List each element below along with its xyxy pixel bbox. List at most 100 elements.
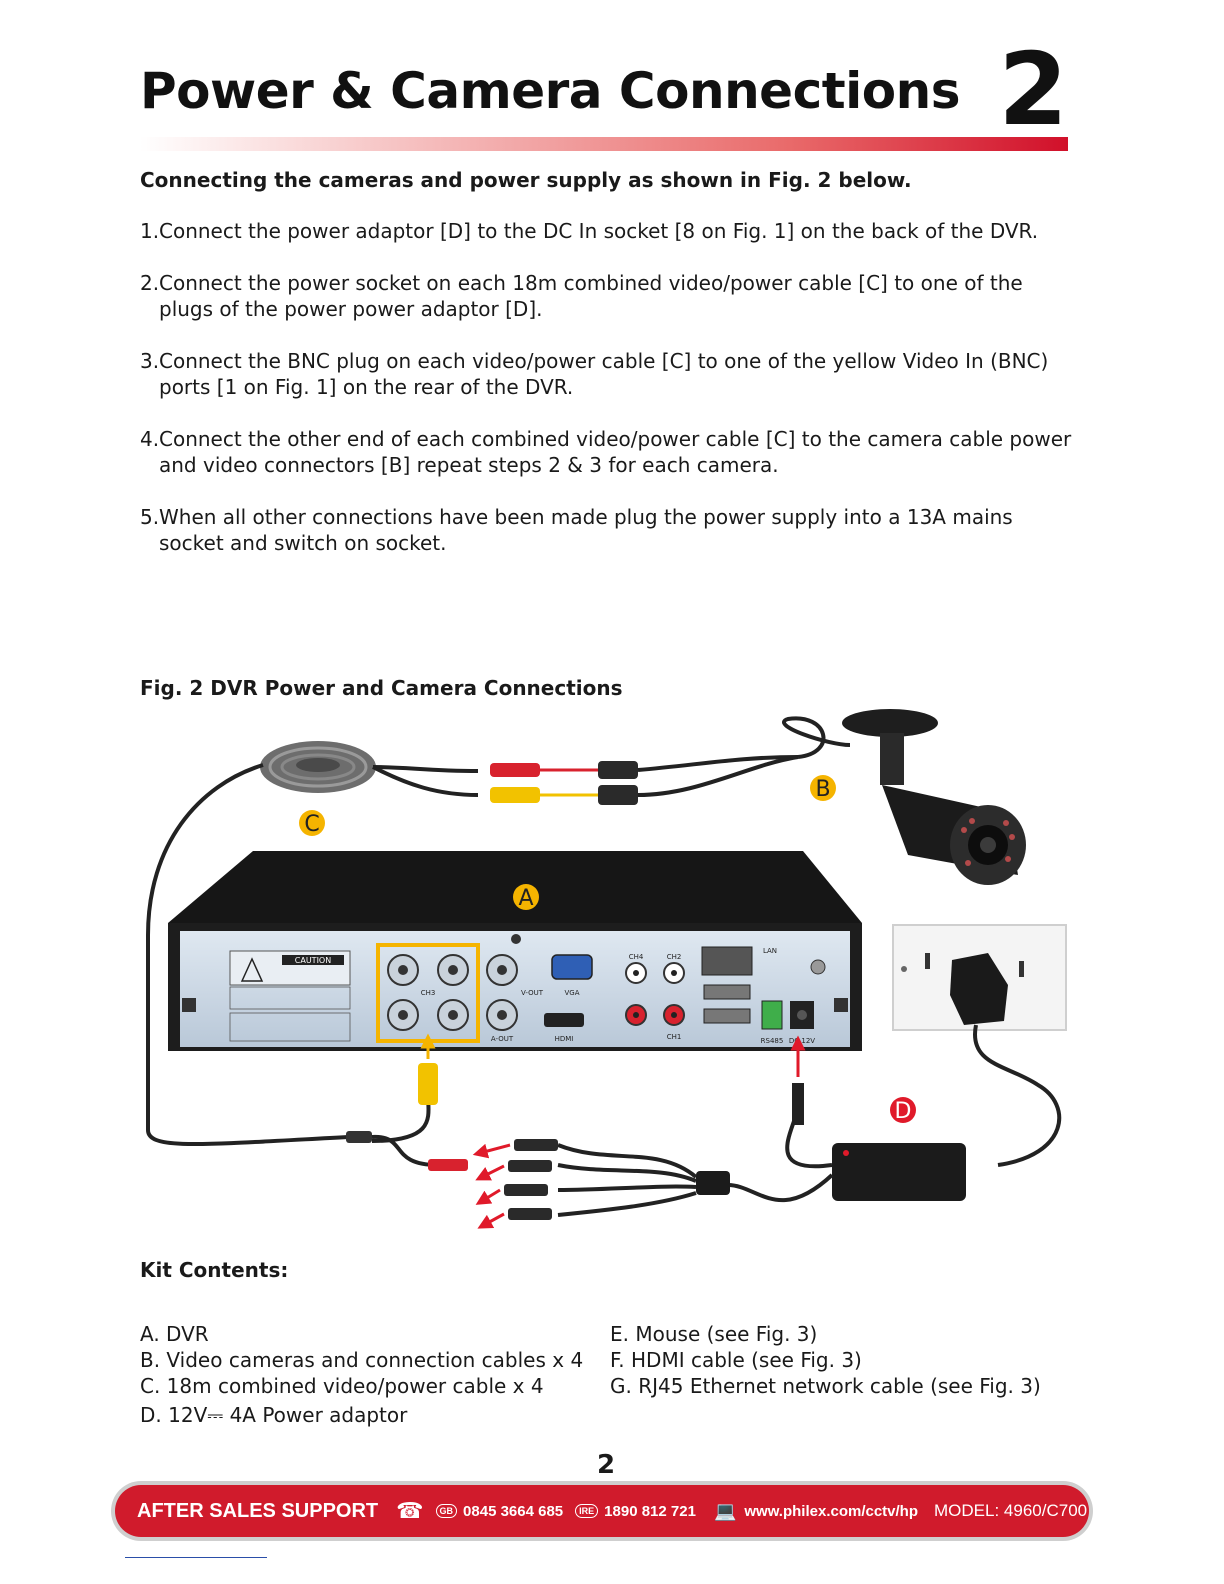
support-label: AFTER SALES SUPPORT [137, 1499, 379, 1522]
adaptor-splitter-cable [727, 1173, 834, 1203]
cable-to-camera-2 [372, 765, 479, 797]
hdmi-port [544, 1013, 584, 1027]
splitter-lead-3 [557, 1184, 697, 1192]
step-item: 2.Connect the power socket on each 18m c… [140, 270, 1075, 322]
lan-port [701, 946, 753, 976]
label-c-text: C [304, 812, 319, 837]
step-number: 1. [140, 219, 160, 243]
usb-port-1 [703, 984, 751, 1000]
splitter-arrow-1 [472, 1143, 511, 1159]
support-footer: AFTER SALES SUPPORT ☎ GB 0845 3664 685 I… [115, 1485, 1089, 1537]
step-text: Connect the other end of each combined v… [159, 427, 1072, 477]
panel-label-ch1: CH1 [667, 1033, 682, 1041]
cable-end-lead [371, 1134, 439, 1167]
caution-text: CAUTION [295, 956, 331, 965]
splitter-plug-2 [508, 1160, 552, 1172]
camera-cable [637, 755, 799, 772]
cable-end-black [346, 1131, 372, 1143]
kit-item: F. HDMI cable (see Fig. 3) [610, 1348, 862, 1372]
yellow-bnc-connector [418, 1063, 438, 1105]
step-text: Connect the BNC plug on each video/power… [159, 349, 1049, 399]
rs485-terminal [761, 1000, 783, 1030]
panel-label-ch4: CH4 [629, 953, 644, 961]
title-underline [140, 137, 1068, 151]
panel-label-hdmi: HDMI [555, 1035, 574, 1043]
panel-label-rs485: RS485 [761, 1037, 784, 1045]
red-power-plug [490, 763, 540, 777]
plug-cable [972, 1024, 1062, 1167]
figure-caption: Fig. 2 DVR Power and Camera Connections [140, 676, 623, 700]
splitter-plug-3 [504, 1184, 548, 1196]
label-a-text: A [518, 886, 533, 911]
splitter-plug-4 [508, 1208, 552, 1220]
yellow-bnc-plug [490, 787, 540, 803]
phone-icon: ☎ [396, 1498, 424, 1523]
kit-item: C. 18m combined video/power cable x 4 [140, 1374, 544, 1398]
panel-label-dc12v: DC 12V [789, 1037, 815, 1045]
step-number: 3. [140, 349, 160, 373]
cable-to-camera [372, 765, 479, 773]
page-number: 2 [596, 1450, 616, 1480]
splitter-arrow-4 [477, 1212, 505, 1229]
connection-diagram: CAUTION CH3 V-OUT A-OUT VGA HDMI CH [146, 709, 1067, 1229]
kit-contents-title: Kit Contents: [140, 1258, 289, 1282]
splitter-lead-4 [557, 1191, 697, 1217]
step-item: 5.When all other connections have been m… [140, 504, 1075, 556]
kit-item: G. RJ45 Ethernet network cable (see Fig.… [610, 1374, 1041, 1398]
step-number: 5. [140, 505, 160, 529]
panel-label-lan: LAN [763, 947, 777, 955]
cable-long [146, 763, 349, 1147]
panel-label-ch3: CH3 [421, 989, 436, 997]
ire-badge: IRE [575, 1504, 599, 1518]
step-text: Connect the power socket on each 18m com… [159, 271, 1023, 321]
intro-heading: Connecting the cameras and power supply … [140, 168, 912, 192]
cable-coil [260, 741, 376, 793]
support-url[interactable]: www.philex.com/cctv/hp [744, 1502, 919, 1520]
splitter-arrow-3 [475, 1188, 501, 1205]
chapter-number: 2 [998, 31, 1068, 148]
label-a-badge: A [513, 884, 539, 911]
step-text: Connect the power adaptor [D] to the DC … [159, 219, 1039, 243]
kit-list-right: E. Mouse (see Fig. 3) F. HDMI cable (see… [610, 1321, 1041, 1399]
camera-lead [782, 716, 851, 759]
label-d-text: D [895, 1099, 912, 1124]
kit-item: A. DVR [140, 1322, 209, 1346]
bottom-link-line [125, 1557, 267, 1558]
steps-list: 1.Connect the power adaptor [D] to the D… [140, 218, 1075, 582]
panel-label-aout: A-OUT [491, 1035, 514, 1043]
label-c-badge: C [299, 810, 325, 837]
camera-video-plug [598, 785, 638, 805]
panel-label-ch2: CH2 [667, 953, 682, 961]
vga-port [551, 954, 593, 980]
gb-badge: GB [435, 1504, 458, 1518]
step-item: 4.Connect the other end of each combined… [140, 426, 1075, 478]
kit-item: D. 12V⎓ 4A Power adaptor [140, 1403, 408, 1427]
ire-phone-number[interactable]: 1890 812 721 [604, 1502, 696, 1520]
splitter-lead-2 [557, 1163, 697, 1183]
splitter-plug-1 [514, 1139, 558, 1151]
splitter-lead-1 [557, 1143, 698, 1179]
label-b-text: B [815, 777, 830, 802]
power-adaptor [832, 1143, 966, 1201]
label-b-badge: B [810, 775, 836, 802]
cable-end-red [428, 1159, 468, 1171]
kit-item: B. Video cameras and connection cables x… [140, 1348, 584, 1372]
step-item: 1.Connect the power adaptor [D] to the D… [140, 218, 1075, 244]
page-title: Power & Camera Connections [140, 62, 960, 120]
step-number: 2. [140, 271, 160, 295]
splitter [696, 1171, 730, 1195]
usb-port-2 [703, 1008, 751, 1024]
panel-label-vga: VGA [564, 989, 579, 997]
camera-power-plug [598, 761, 638, 779]
camera [842, 709, 1026, 885]
panel-label-vout: V-OUT [521, 989, 544, 997]
splitter-arrow-2 [475, 1164, 505, 1181]
label-d-badge: D [890, 1097, 916, 1124]
dc-plug [792, 1083, 804, 1125]
step-number: 4. [140, 427, 160, 451]
wall-socket [892, 924, 1067, 1031]
gb-phone-number[interactable]: 0845 3664 685 [463, 1502, 564, 1520]
model-number: MODEL: 4960/C700 [934, 1501, 1088, 1520]
dvr: CAUTION CH3 V-OUT A-OUT VGA HDMI CH [168, 851, 862, 1051]
kit-item: E. Mouse (see Fig. 3) [610, 1322, 818, 1346]
